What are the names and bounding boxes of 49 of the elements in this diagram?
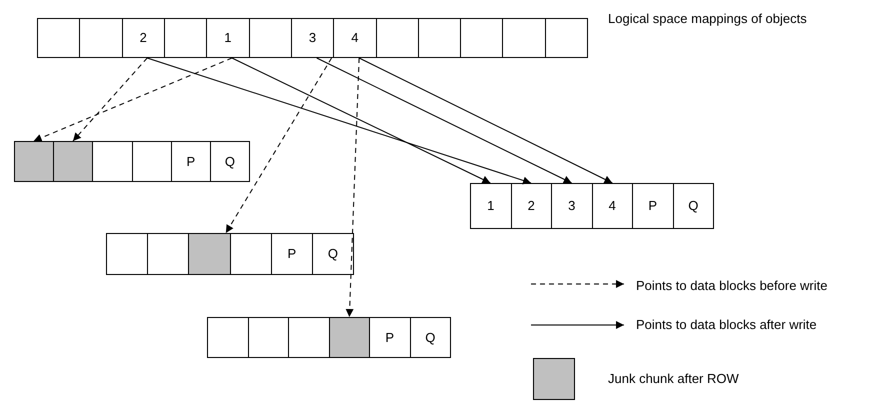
block-label: Q (425, 328, 436, 347)
data-block (272, 234, 313, 274)
block-label: Q (688, 197, 698, 216)
block-label: P (385, 328, 394, 347)
arrow (33, 58, 232, 142)
block-label: P (648, 197, 658, 216)
legend-text: Points to data blocks after write (636, 316, 817, 334)
block-label: 2 (528, 197, 535, 216)
data-block (172, 142, 211, 181)
legend-text: Junk chunk after ROW (608, 370, 739, 388)
block-row (470, 183, 714, 229)
data-block (674, 184, 714, 228)
data-block (122, 19, 165, 57)
block-label: 1 (487, 197, 494, 216)
arrow (146, 58, 532, 184)
arrow (72, 58, 148, 142)
block-label: 3 (568, 197, 576, 216)
data-block (512, 184, 552, 228)
block-label: 1 (224, 29, 232, 48)
block-label: Q (224, 152, 235, 171)
block-label: 2 (140, 29, 147, 48)
data-block (132, 142, 172, 181)
block-label: P (287, 245, 296, 264)
junk-block (330, 318, 370, 357)
data-block (410, 318, 451, 357)
arrow (316, 58, 572, 184)
legend-text: Points to data blocks before write (636, 277, 828, 295)
block-label: P (186, 152, 196, 171)
data-block (230, 234, 272, 274)
junk-block (54, 142, 94, 181)
block-row (14, 141, 250, 182)
data-block (250, 19, 292, 57)
block-row (106, 233, 354, 275)
junk-block (189, 234, 231, 274)
arrow (225, 58, 332, 234)
arrow (358, 58, 613, 184)
block-label: Q (328, 245, 338, 264)
block-label: 4 (608, 197, 616, 216)
data-block (248, 318, 289, 357)
block-row (37, 18, 588, 58)
block-row (207, 317, 451, 358)
row-caption: Logical space mappings of objects (608, 10, 808, 28)
arrow (346, 58, 360, 318)
block-label: 3 (308, 29, 316, 48)
block-label: 4 (351, 29, 358, 48)
junk-block (15, 142, 54, 181)
arrow (231, 58, 491, 184)
data-block (592, 184, 633, 228)
data-block (376, 19, 419, 57)
